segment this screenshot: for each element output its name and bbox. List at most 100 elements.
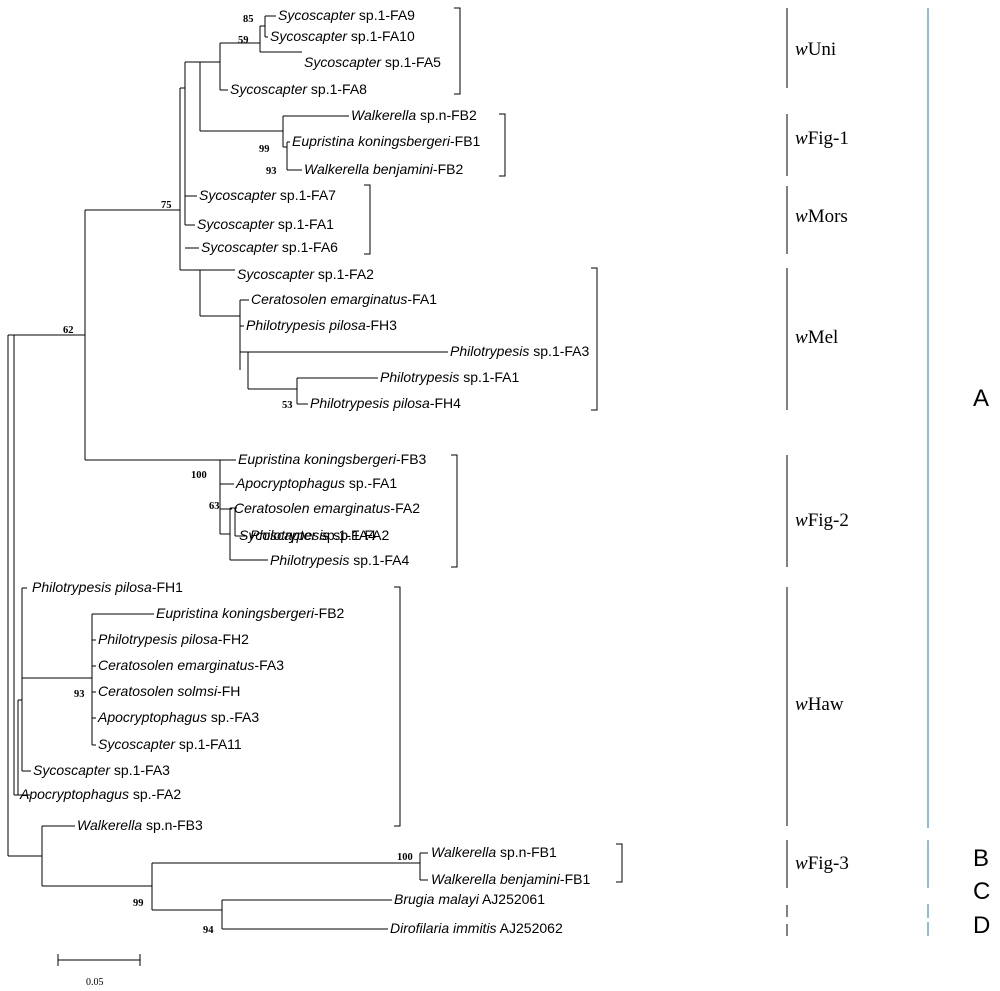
branch [219,42,260,91]
clade-bracket [451,454,458,568]
bootstrap-value: 93 [266,166,277,177]
tip-label: Ceratosolen solmsi-FH [98,683,240,699]
tip-label: Apocryptophagus sp.-FA2 [19,786,181,802]
branch [286,141,302,171]
tip-label: Ceratosolen emarginatus-FA2 [234,500,420,516]
clade-label-fig-2: wFig-2 [795,510,849,531]
branch [17,699,30,796]
bootstrap-value: 100 [397,852,413,863]
tip-label: Philotrypesis pilosa-FH3 [246,317,397,333]
tip-label: Sycoscapter sp.1-FA9 [278,7,415,23]
tip-label: Apocryptophagus sp.-FA3 [97,709,259,725]
bootstrap-value: 62 [63,325,74,336]
tip-label: Dirofilaria immitis AJ252062 [390,920,563,936]
tip-label: Philotrypesis pilosa-FH4 [310,395,461,411]
tip-label: Walkerella benjamini-FB1 [431,871,590,887]
clade-bracket [454,7,461,95]
supergroup-label-c: C [973,878,990,905]
tip-label: Ceratosolen emarginatus-FA1 [251,291,437,307]
branch [264,15,276,38]
supergroup-label-b: B [973,845,989,872]
tip-label: Sycoscapter sp.1-FA11 [98,736,242,752]
tip-label: Philotrypesis pilosa-FH2 [98,631,249,647]
tip-label: Philotrypesis sp.1-FA2 [250,527,390,543]
clade-label-mors: wMors [795,206,848,227]
branch [234,507,246,537]
branch [151,862,420,911]
branch [221,899,392,930]
clade-label-uni: wUni [795,39,836,60]
clade-label-haw: wHaw [795,694,844,715]
bootstrap-value: 93 [74,689,85,700]
tip-label: Philotrypesis sp.1-FA3 [450,343,590,359]
tip-label: Philotrypesis sp.1-FA1 [380,369,520,385]
branch [296,377,378,405]
scale-bar: 0.05 [57,954,141,988]
branch [247,351,448,390]
clade-label-fig-1: wFig-1 [795,128,849,149]
tip-label: Sycoscapter sp.1-FA10 [270,28,415,44]
tip-label: Walkerella sp.n-FB2 [351,107,477,123]
tip-label: Sycoscapter sp.1-FA3 [33,762,170,778]
clade-bracket [591,267,598,411]
bootstrap-value: 99 [133,898,144,909]
scale-bar-label: 0.05 [86,977,104,988]
bootstrap-value: 85 [243,14,254,25]
clade-labels: wUni wFig-1 wMors wMel wFig-2 wHaw wFig-3 [795,39,849,874]
tip-label: Sycoscapter sp.1-FA2 [237,266,374,282]
bootstrap-value: 94 [203,925,214,936]
tip-label: Walkerella sp.n-FB3 [77,817,203,833]
branch [13,334,85,796]
supergroup-label-d: D [973,912,990,939]
clade-bracket [616,843,623,883]
tip-label: Sycoscapter sp.1-FA6 [201,239,338,255]
branch [239,299,249,370]
tip-label: Walkerella sp.n-FB1 [431,844,557,860]
bootstrap-value: 100 [191,470,207,481]
branch [199,269,240,317]
tip-label: Sycoscapter sp.1-FA1 [197,216,334,232]
bootstrap-value: 63 [209,501,220,512]
branch [91,613,154,746]
clade-bracket [499,113,506,177]
branch [21,587,92,772]
branch [179,87,200,271]
branch [419,852,428,881]
tip-label: Sycoscapter sp.1-FA5 [304,54,441,70]
clade-bracket [394,586,401,827]
bootstrap-value: 59 [238,35,249,46]
bootstrap-value: 53 [282,400,293,411]
branch [229,507,268,561]
clade-brackets [364,7,623,883]
bootstrap-value: 99 [259,144,270,155]
tip-label: Apocryptophagus sp.-FA1 [235,475,397,491]
branch [259,25,302,53]
branch [41,825,152,887]
clade-label-fig-3: wFig-3 [795,853,849,874]
bootstrap-value: 75 [161,200,172,211]
scale-bar-line [57,954,141,966]
clade-label-mel: wMel [795,327,838,348]
tip-label: Sycoscapter sp.1-FA7 [199,187,336,203]
tip-label: Sycoscapter sp.1-FA8 [230,81,367,97]
branch [84,209,220,461]
tree-branches [7,15,448,930]
tip-label: Sycoscapter sp.1-FA4 [239,527,376,543]
tip-labels: Sycoscapter sp.1-FA9 Sycoscapter sp.1-FA… [19,7,590,936]
tip-label: Walkerella benjamini-FB2 [304,161,463,177]
tip-label: Philotrypesis sp.1-FA4 [270,552,410,568]
tip-label: Ceratosolen emarginatus-FA3 [98,657,284,673]
support-values: 85 59 99 93 75 62 53 100 63 93 100 99 94 [63,14,413,936]
clade-bracket [364,184,371,255]
branch [219,459,236,535]
tip-label: Philotrypesis pilosa-FH1 [32,579,183,595]
branch [282,115,349,148]
tip-label: Eupristina koningsbergeri-FB2 [156,605,345,621]
branch [7,334,42,857]
supergroup-label-a: A [973,385,989,412]
tip-label: Eupristina koningsbergeri-FB1 [292,133,481,149]
tip-label: Brugia malayi AJ252061 [394,891,545,907]
branch [184,61,200,249]
